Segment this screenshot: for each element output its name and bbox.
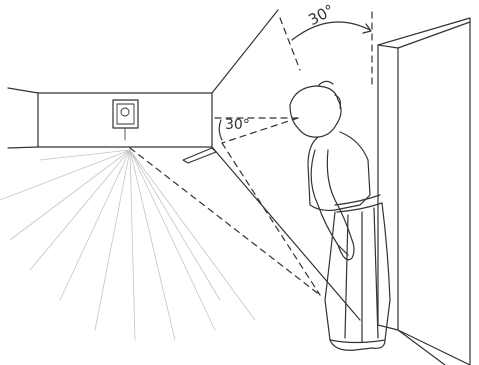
picture-frame	[113, 100, 138, 140]
right-wall	[212, 10, 360, 320]
door-frame	[378, 18, 470, 365]
back-wall	[8, 88, 212, 148]
floor-hatching	[0, 150, 255, 340]
sight-lines	[130, 12, 372, 295]
person-figure	[290, 81, 390, 350]
angle-label-middle: 30°	[225, 117, 250, 133]
floor-object	[183, 148, 216, 163]
